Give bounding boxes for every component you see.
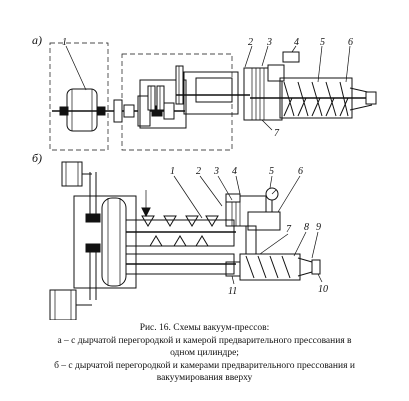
drive-gear-b: [101, 197, 127, 287]
callout-a-6: 6: [348, 37, 353, 48]
motor-a: [59, 88, 106, 132]
caption-line-b1: б – с дырчатой перегородкой и камерами п…: [54, 360, 355, 371]
callout-b-2: 2: [196, 166, 201, 177]
vacuum-gauge-b: [247, 187, 281, 231]
callout-a-2: 2: [248, 37, 253, 48]
callout-b-6: 6: [298, 166, 303, 177]
perforated-partition-b: [231, 200, 241, 226]
vacuum-press-schematics: а): [32, 33, 377, 320]
figure-caption: Рис. 16. Схемы вакуум-прессов: а – с дыр…: [0, 322, 409, 385]
callout-b-3: 3: [213, 166, 219, 177]
gear-pair-a: [147, 65, 184, 111]
lower-motor-b: [49, 289, 92, 320]
caption-line-b2: вакуумирования вверху: [156, 373, 253, 384]
panel-b-label: б): [32, 151, 42, 165]
callout-a-4: 4: [294, 37, 299, 48]
caption-line-a2: одном цилиндре;: [170, 348, 239, 359]
perforated-partition-a: [251, 68, 265, 120]
panel-a-label: а): [32, 33, 42, 47]
callout-b-1: 1: [170, 166, 175, 177]
callout-a-3: 3: [266, 37, 272, 48]
callout-b-8: 8: [304, 222, 309, 233]
callout-b-5: 5: [269, 166, 274, 177]
callout-a-1: 1: [62, 37, 67, 48]
upper-motor-b: [61, 161, 92, 187]
callout-a-7: 7: [274, 128, 280, 139]
diagram-b: б): [32, 151, 328, 320]
callout-a-5: 5: [320, 37, 325, 48]
diagram-a: а): [32, 33, 377, 151]
callout-b-9: 9: [316, 222, 321, 233]
caption-title: Рис. 16. Схемы вакуум-прессов:: [139, 323, 270, 333]
callout-b-7: 7: [286, 224, 292, 235]
mixer-paddles-b: [141, 215, 219, 247]
caption-line-a1: а – с дырчатой перегородкой и камерой пр…: [57, 335, 352, 346]
callout-b-10: 10: [318, 284, 328, 295]
callout-b-4: 4: [232, 166, 237, 177]
callout-b-11: 11: [228, 286, 237, 297]
